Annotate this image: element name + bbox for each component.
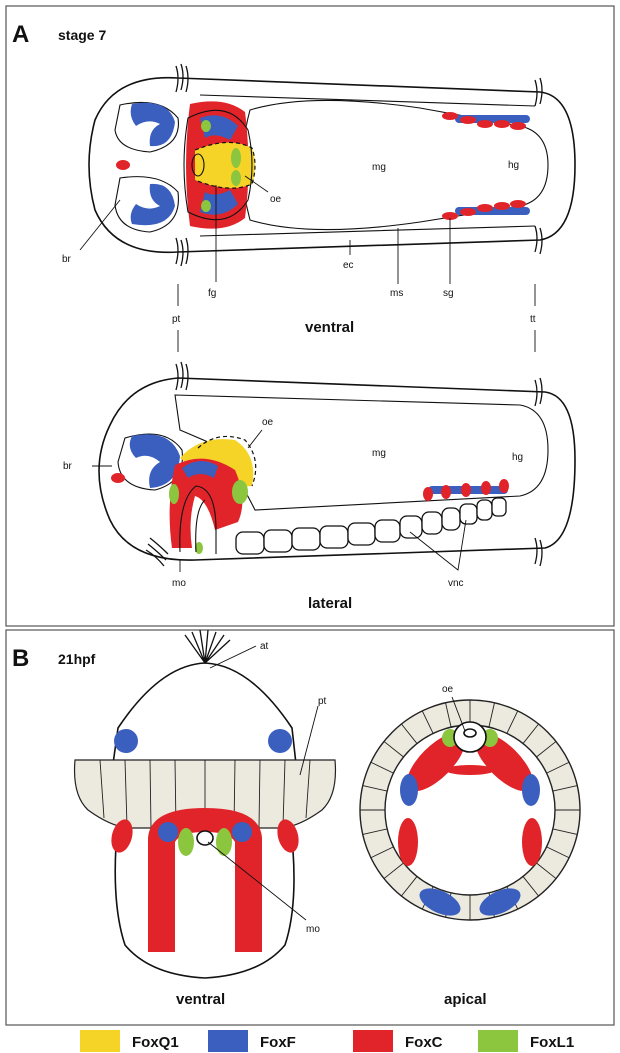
mouth — [197, 831, 213, 845]
foxl1-lateral-1 — [232, 480, 248, 504]
lateral-view-title: lateral — [308, 595, 352, 612]
ventral-view-title-b: ventral — [176, 991, 225, 1008]
foxl1-lateral-2 — [169, 484, 179, 504]
foxf-episphere-right — [268, 729, 292, 753]
foxf-mouth-right — [232, 822, 252, 842]
label-ec: ec — [343, 260, 354, 271]
foxl1-mouth-left — [178, 828, 194, 856]
label-sg: sg — [443, 288, 454, 299]
foxf-mouth-left — [158, 822, 178, 842]
label-mo-b: mo — [306, 924, 320, 935]
legend-label-foxc: FoxC — [405, 1034, 443, 1051]
label-pt-b: pt — [318, 696, 327, 707]
foxc-apical-left — [398, 818, 418, 866]
apical-oesophagus-lumen — [464, 729, 476, 737]
panel-b-label: B — [12, 645, 29, 672]
legend: FoxQ1 FoxF FoxC FoxL1 — [80, 1030, 574, 1052]
panel-a-label: A — [12, 21, 29, 48]
legend-label-foxq1: FoxQ1 — [132, 1034, 179, 1051]
label-vnc: vnc — [448, 578, 464, 589]
label-oe-ventral: oe — [270, 194, 282, 205]
label-hg-ventral: hg — [508, 160, 519, 171]
foxl1-foregut-4 — [201, 200, 211, 212]
label-br-ventral: br — [62, 254, 72, 265]
foxf-episphere-left — [114, 729, 138, 753]
label-mg-lateral: mg — [372, 448, 386, 459]
label-tt: tt — [530, 314, 536, 325]
label-ms: ms — [390, 288, 403, 299]
label-mg-ventral: mg — [372, 162, 386, 173]
label-at: at — [260, 641, 269, 652]
legend-swatch-foxc — [353, 1030, 393, 1052]
panel-b: B 21hpf — [6, 630, 614, 1025]
label-mo-lateral: mo — [172, 578, 186, 589]
legend-swatch-foxq1 — [80, 1030, 120, 1052]
foxc-apical-right — [522, 818, 542, 866]
label-fg: fg — [208, 288, 216, 299]
label-hg-lateral: hg — [512, 452, 523, 463]
foxc-apical-center — [445, 765, 495, 775]
label-oe-b: oe — [442, 684, 454, 695]
legend-swatch-foxl1 — [478, 1030, 518, 1052]
foxc-ventral-dot — [116, 160, 130, 170]
panel-b-stage: 21hpf — [58, 651, 96, 667]
legend-label-foxf: FoxF — [260, 1034, 296, 1051]
label-br-lateral: br — [63, 461, 73, 472]
panel-a-stage: stage 7 — [58, 27, 106, 43]
foxl1-foregut-1 — [231, 148, 241, 168]
apical-view-title: apical — [444, 991, 487, 1008]
ventral-body-outline — [89, 78, 575, 253]
legend-label-foxl1: FoxL1 — [530, 1034, 574, 1051]
legend-swatch-foxf — [208, 1030, 248, 1052]
foxl1-mouth-right — [216, 828, 232, 856]
panel-a: A stage 7 — [6, 6, 614, 626]
label-oe-lateral: oe — [262, 417, 274, 428]
foxf-apical-right — [522, 774, 540, 806]
foxl1-foregut-2 — [231, 170, 241, 186]
foxf-apical-left — [400, 774, 418, 806]
ventral-view-title-a: ventral — [305, 319, 354, 336]
foxc-lateral-dot — [111, 473, 125, 483]
label-pt-a: pt — [172, 314, 181, 325]
foxl1-foregut-3 — [201, 120, 211, 132]
